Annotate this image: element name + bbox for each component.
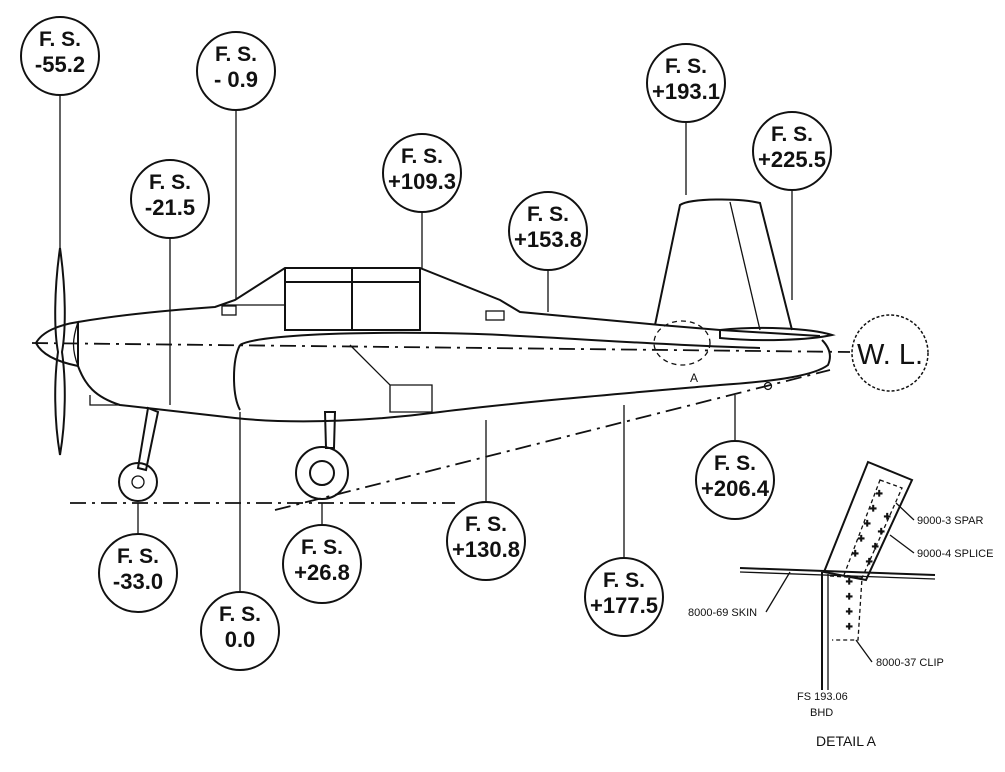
- svg-text:+: +: [870, 503, 876, 515]
- svg-text:+: +: [858, 533, 864, 545]
- station-bubble: F. S. +109.3: [382, 133, 462, 213]
- antenna-base: [485, 310, 505, 321]
- waterline-marker: W. L.: [851, 314, 929, 392]
- svg-text:-21.5: -21.5: [145, 195, 195, 220]
- station-bubble: F. S. -21.5: [130, 159, 210, 239]
- fuselage-upper: [77, 267, 821, 337]
- nose-gear-strut: [136, 406, 160, 472]
- svg-text:+: +: [864, 518, 870, 530]
- svg-text:+225.5: +225.5: [758, 147, 826, 172]
- nose-wheel-hub: [131, 475, 145, 489]
- svg-text:- 0.9: - 0.9: [214, 67, 258, 92]
- clip: [829, 575, 863, 641]
- main-gear-strut: [323, 411, 337, 449]
- svg-text:+130.8: +130.8: [452, 537, 520, 562]
- station-bubble: F. S. -55.2: [20, 16, 100, 96]
- svg-text:+26.8: +26.8: [294, 560, 350, 585]
- svg-text:+: +: [876, 488, 882, 500]
- bulkhead-callout: FS 193.06: [797, 691, 848, 703]
- nose-wheel: [118, 462, 158, 502]
- waterline-reference: [31, 342, 851, 353]
- station-bubble: F. S. +153.8: [508, 191, 588, 271]
- svg-text:+: +: [846, 576, 852, 588]
- detail-a-circle: [653, 320, 711, 366]
- cowl-scoop: [89, 395, 120, 406]
- wing-fillet: [349, 344, 433, 413]
- svg-text:F. S.: F. S.: [39, 28, 81, 51]
- station-bubble: F. S. +177.5: [584, 557, 664, 637]
- wing-upper-surface: [239, 331, 761, 349]
- svg-text:F. S.: F. S.: [149, 171, 191, 194]
- svg-text:+: +: [852, 548, 858, 560]
- svg-text:+: +: [866, 556, 872, 568]
- svg-text:+: +: [872, 541, 878, 553]
- horizontal-stabilizer: [719, 326, 836, 342]
- svg-text:F. S.: F. S.: [215, 43, 257, 66]
- clip-callout: 8000-37 CLIP: [876, 657, 944, 669]
- station-bubble: F. S. +26.8: [282, 524, 362, 604]
- svg-text:F. S.: F. S.: [301, 536, 343, 559]
- svg-text:0.0: 0.0: [225, 627, 256, 652]
- propeller-blade: [54, 247, 66, 456]
- svg-text:+193.1: +193.1: [652, 79, 720, 104]
- vertical-fin: [654, 198, 793, 331]
- fuselage-lower: [77, 339, 831, 423]
- detail-a: + + + + + + + + + + + + + 9000-3 SPAR 90…: [688, 460, 993, 749]
- detail-title: DETAIL A: [816, 733, 877, 749]
- aircraft-side-view: A: [34, 198, 836, 502]
- svg-text:F. S.: F. S.: [771, 123, 813, 146]
- skin-inner: [739, 571, 936, 580]
- spar-callout: 9000-3 SPAR: [917, 515, 984, 527]
- splice-callout: 9000-4 SPLICE: [917, 548, 993, 560]
- svg-text:F. S.: F. S.: [714, 452, 756, 475]
- wing-leading-edge: [233, 344, 241, 411]
- waterline-label: W. L.: [857, 339, 923, 371]
- svg-text:+: +: [846, 621, 852, 633]
- station-bubble: F. S. +225.5: [752, 111, 832, 191]
- svg-text:+177.5: +177.5: [590, 593, 658, 618]
- svg-text:+153.8: +153.8: [514, 227, 582, 252]
- bulkhead-callout-2: BHD: [810, 707, 833, 719]
- station-leaders: [59, 95, 793, 592]
- svg-text:F. S.: F. S.: [219, 603, 261, 626]
- station-bubble: F. S. -33.0: [98, 533, 178, 613]
- station-bubble: F. S. 0.0: [200, 591, 280, 671]
- svg-text:F. S.: F. S.: [665, 55, 707, 78]
- detail-callouts: 9000-3 SPAR 9000-4 SPLICE 8000-69 SKIN 8…: [688, 502, 993, 719]
- tail-down-line: [274, 369, 831, 511]
- svg-text:-55.2: -55.2: [35, 52, 85, 77]
- svg-text:+206.4: +206.4: [701, 476, 770, 501]
- svg-text:+: +: [846, 591, 852, 603]
- station-bubbles: F. S. -55.2 F. S. - 0.9 F. S. -21.5 F. S…: [20, 16, 832, 671]
- rivet-row: + + + + + + + + + + + + +: [845, 487, 891, 633]
- svg-text:F. S.: F. S.: [117, 545, 159, 568]
- windshield-fitting: [221, 305, 237, 316]
- splice: [843, 479, 903, 579]
- spar: [822, 460, 914, 582]
- main-wheel-hub: [309, 460, 335, 486]
- detail-ref-label: A: [690, 371, 698, 385]
- skin: [739, 567, 936, 576]
- reference-lines: [31, 342, 851, 511]
- svg-text:+: +: [846, 606, 852, 618]
- svg-text:+: +: [878, 526, 884, 538]
- cowl-front: [72, 321, 79, 367]
- station-bubble: F. S. +206.4: [695, 440, 775, 520]
- skin-callout: 8000-69 SKIN: [688, 607, 757, 619]
- station-bubble: F. S. +193.1: [646, 43, 726, 123]
- svg-text:+: +: [884, 511, 890, 523]
- svg-text:F. S.: F. S.: [527, 203, 569, 226]
- main-wheel: [295, 446, 349, 500]
- svg-text:F. S.: F. S.: [401, 145, 443, 168]
- svg-text:F. S.: F. S.: [465, 513, 507, 536]
- rudder-hinge: [729, 201, 761, 331]
- station-bubble: F. S. +130.8: [446, 501, 526, 581]
- svg-text:+109.3: +109.3: [388, 169, 456, 194]
- station-bubble: F. S. - 0.9: [196, 31, 276, 111]
- svg-text:-33.0: -33.0: [113, 569, 163, 594]
- svg-text:F. S.: F. S.: [603, 569, 645, 592]
